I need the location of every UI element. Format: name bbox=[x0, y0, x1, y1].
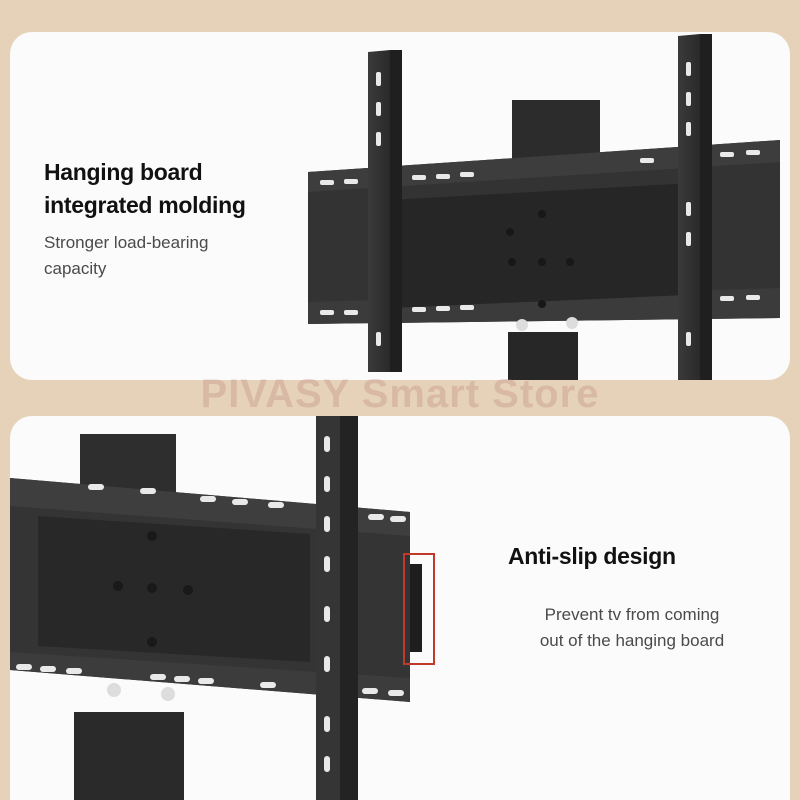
feature-title-line: Hanging board bbox=[44, 159, 203, 185]
feature-card-anti-slip: Anti-slip design Prevent tv from coming … bbox=[10, 416, 790, 800]
highlight-box bbox=[403, 553, 435, 665]
feature-subtitle: Stronger load-bearing capacity bbox=[44, 230, 264, 282]
feature-title-line: Anti-slip design bbox=[508, 543, 676, 569]
feature-title: Anti-slip design bbox=[508, 540, 768, 573]
store-watermark: PIVASY Smart Store bbox=[200, 372, 600, 416]
feature-subtitle: Prevent tv from coming out of the hangin… bbox=[502, 602, 762, 654]
feature-title: Hanging board integrated molding bbox=[44, 156, 274, 222]
feature-subtitle-line: out of the hanging board bbox=[539, 631, 725, 650]
feature-title-line: integrated molding bbox=[44, 192, 246, 218]
tv-mount-bracket-image bbox=[308, 34, 780, 380]
feature-subtitle-line: Prevent tv from coming bbox=[544, 605, 720, 624]
tv-mount-closeup-image bbox=[10, 416, 435, 800]
feature-card-molding: Hanging board integrated molding Stronge… bbox=[10, 32, 790, 380]
feature-subtitle-line: capacity bbox=[44, 259, 107, 278]
feature-subtitle-line: Stronger load-bearing bbox=[44, 233, 209, 252]
